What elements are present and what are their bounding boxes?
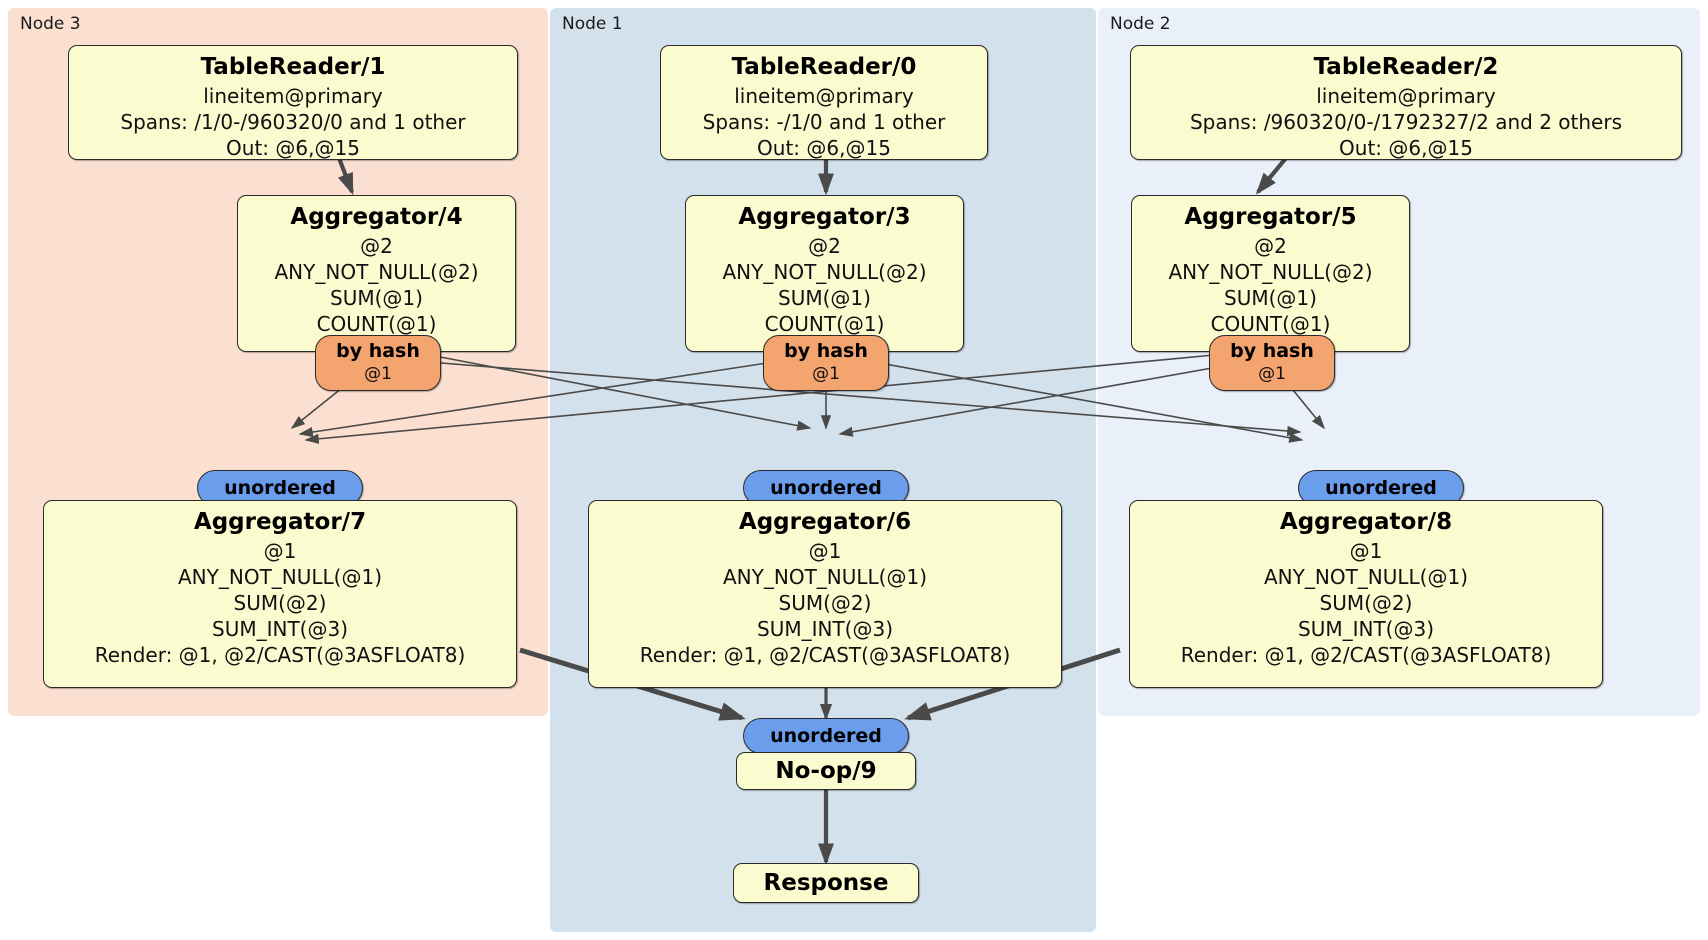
processor-title: Aggregator/6 (738, 509, 912, 535)
processor-line: @1 (1349, 539, 1383, 563)
processor-line: Out: @6,@15 (226, 136, 360, 160)
processor-aggregator-8[interactable]: Aggregator/8 @1 ANY_NOT_NULL(@1) SUM(@2)… (1129, 500, 1603, 688)
processor-line: Render: @1, @2/CAST(@3ASFLOAT8) (639, 643, 1011, 667)
processor-title: Aggregator/7 (193, 509, 367, 535)
processor-line: ANY_NOT_NULL(@2) (722, 260, 927, 284)
processor-line: SUM_INT(@3) (1298, 617, 1434, 641)
processor-line: SUM_INT(@3) (212, 617, 348, 641)
processor-tablereader-2[interactable]: TableReader/2 lineitem@primary Spans: /9… (1130, 45, 1682, 160)
processor-title: Response (763, 869, 889, 896)
processor-line: lineitem@primary (1316, 84, 1496, 108)
processor-line: COUNT(@1) (316, 312, 437, 336)
node-panel-label-node1: Node 1 (562, 14, 623, 34)
processor-line: COUNT(@1) (1210, 312, 1331, 336)
processor-title: No-op/9 (775, 757, 877, 784)
processor-line: @2 (360, 234, 393, 258)
processor-title: Aggregator/5 (1184, 204, 1357, 230)
router-by-hash-left[interactable]: by hash @1 (315, 335, 441, 391)
processor-line: SUM(@2) (233, 591, 327, 615)
processor-aggregator-6[interactable]: Aggregator/6 @1 ANY_NOT_NULL(@1) SUM(@2)… (588, 500, 1062, 688)
processor-line: lineitem@primary (203, 84, 383, 108)
router-title: by hash (336, 340, 420, 362)
synchronizer-title: unordered (770, 477, 882, 499)
processor-line: Spans: -/1/0 and 1 other (702, 110, 946, 134)
synchronizer-title: unordered (1325, 477, 1437, 499)
processor-aggregator-5[interactable]: Aggregator/5 @2 ANY_NOT_NULL(@2) SUM(@1)… (1131, 195, 1410, 352)
synchronizer-title: unordered (770, 725, 882, 747)
processor-line: Render: @1, @2/CAST(@3ASFLOAT8) (94, 643, 466, 667)
processor-title: TableReader/0 (731, 54, 917, 80)
processor-line: SUM(@1) (330, 286, 423, 310)
processor-tablereader-1[interactable]: TableReader/1 lineitem@primary Spans: /1… (68, 45, 518, 160)
router-by-hash-center[interactable]: by hash @1 (763, 335, 889, 391)
processor-line: ANY_NOT_NULL(@1) (723, 565, 927, 589)
processor-line: ANY_NOT_NULL(@2) (1168, 260, 1373, 284)
router-detail: @1 (812, 364, 840, 384)
router-by-hash-right[interactable]: by hash @1 (1209, 335, 1335, 391)
processor-title: Aggregator/3 (738, 204, 911, 230)
processor-line: COUNT(@1) (764, 312, 885, 336)
processor-title: TableReader/2 (1313, 54, 1499, 80)
processor-title: TableReader/1 (200, 54, 386, 80)
router-title: by hash (1230, 340, 1314, 362)
router-detail: @1 (364, 364, 392, 384)
node-panel-label-node3: Node 3 (20, 14, 81, 34)
processor-line: ANY_NOT_NULL(@1) (1264, 565, 1468, 589)
processor-line: Out: @6,@15 (1339, 136, 1473, 160)
processor-aggregator-4[interactable]: Aggregator/4 @2 ANY_NOT_NULL(@2) SUM(@1)… (237, 195, 516, 352)
processor-response[interactable]: Response (733, 863, 919, 903)
processor-line: ANY_NOT_NULL(@1) (178, 565, 382, 589)
processor-line: @2 (1254, 234, 1287, 258)
processor-line: SUM_INT(@3) (757, 617, 893, 641)
processor-line: @1 (808, 539, 842, 563)
processor-tablereader-0[interactable]: TableReader/0 lineitem@primary Spans: -/… (660, 45, 988, 160)
processor-title: Aggregator/8 (1279, 509, 1453, 535)
processor-line: lineitem@primary (734, 84, 914, 108)
processor-line: Spans: /960320/0-/1792327/2 and 2 others (1189, 110, 1622, 134)
processor-line: Render: @1, @2/CAST(@3ASFLOAT8) (1180, 643, 1552, 667)
processor-line: Out: @6,@15 (757, 136, 891, 160)
processor-line: SUM(@2) (1319, 591, 1413, 615)
processor-line: @2 (808, 234, 841, 258)
processor-title: Aggregator/4 (290, 204, 463, 230)
processor-line: Spans: /1/0-/960320/0 and 1 other (120, 110, 466, 134)
processor-line: SUM(@1) (778, 286, 871, 310)
processor-line: SUM(@1) (1224, 286, 1317, 310)
node-panel-label-node2: Node 2 (1110, 14, 1171, 34)
processor-aggregator-7[interactable]: Aggregator/7 @1 ANY_NOT_NULL(@1) SUM(@2)… (43, 500, 517, 688)
processor-no-op-9[interactable]: No-op/9 (736, 752, 916, 790)
processor-line: @1 (263, 539, 297, 563)
router-detail: @1 (1258, 364, 1286, 384)
synchronizer-title: unordered (224, 477, 336, 499)
synchronizer-unordered-final[interactable]: unordered (743, 718, 909, 754)
processor-aggregator-3[interactable]: Aggregator/3 @2 ANY_NOT_NULL(@2) SUM(@1)… (685, 195, 964, 352)
router-title: by hash (784, 340, 868, 362)
processor-line: SUM(@2) (778, 591, 872, 615)
processor-line: ANY_NOT_NULL(@2) (274, 260, 479, 284)
